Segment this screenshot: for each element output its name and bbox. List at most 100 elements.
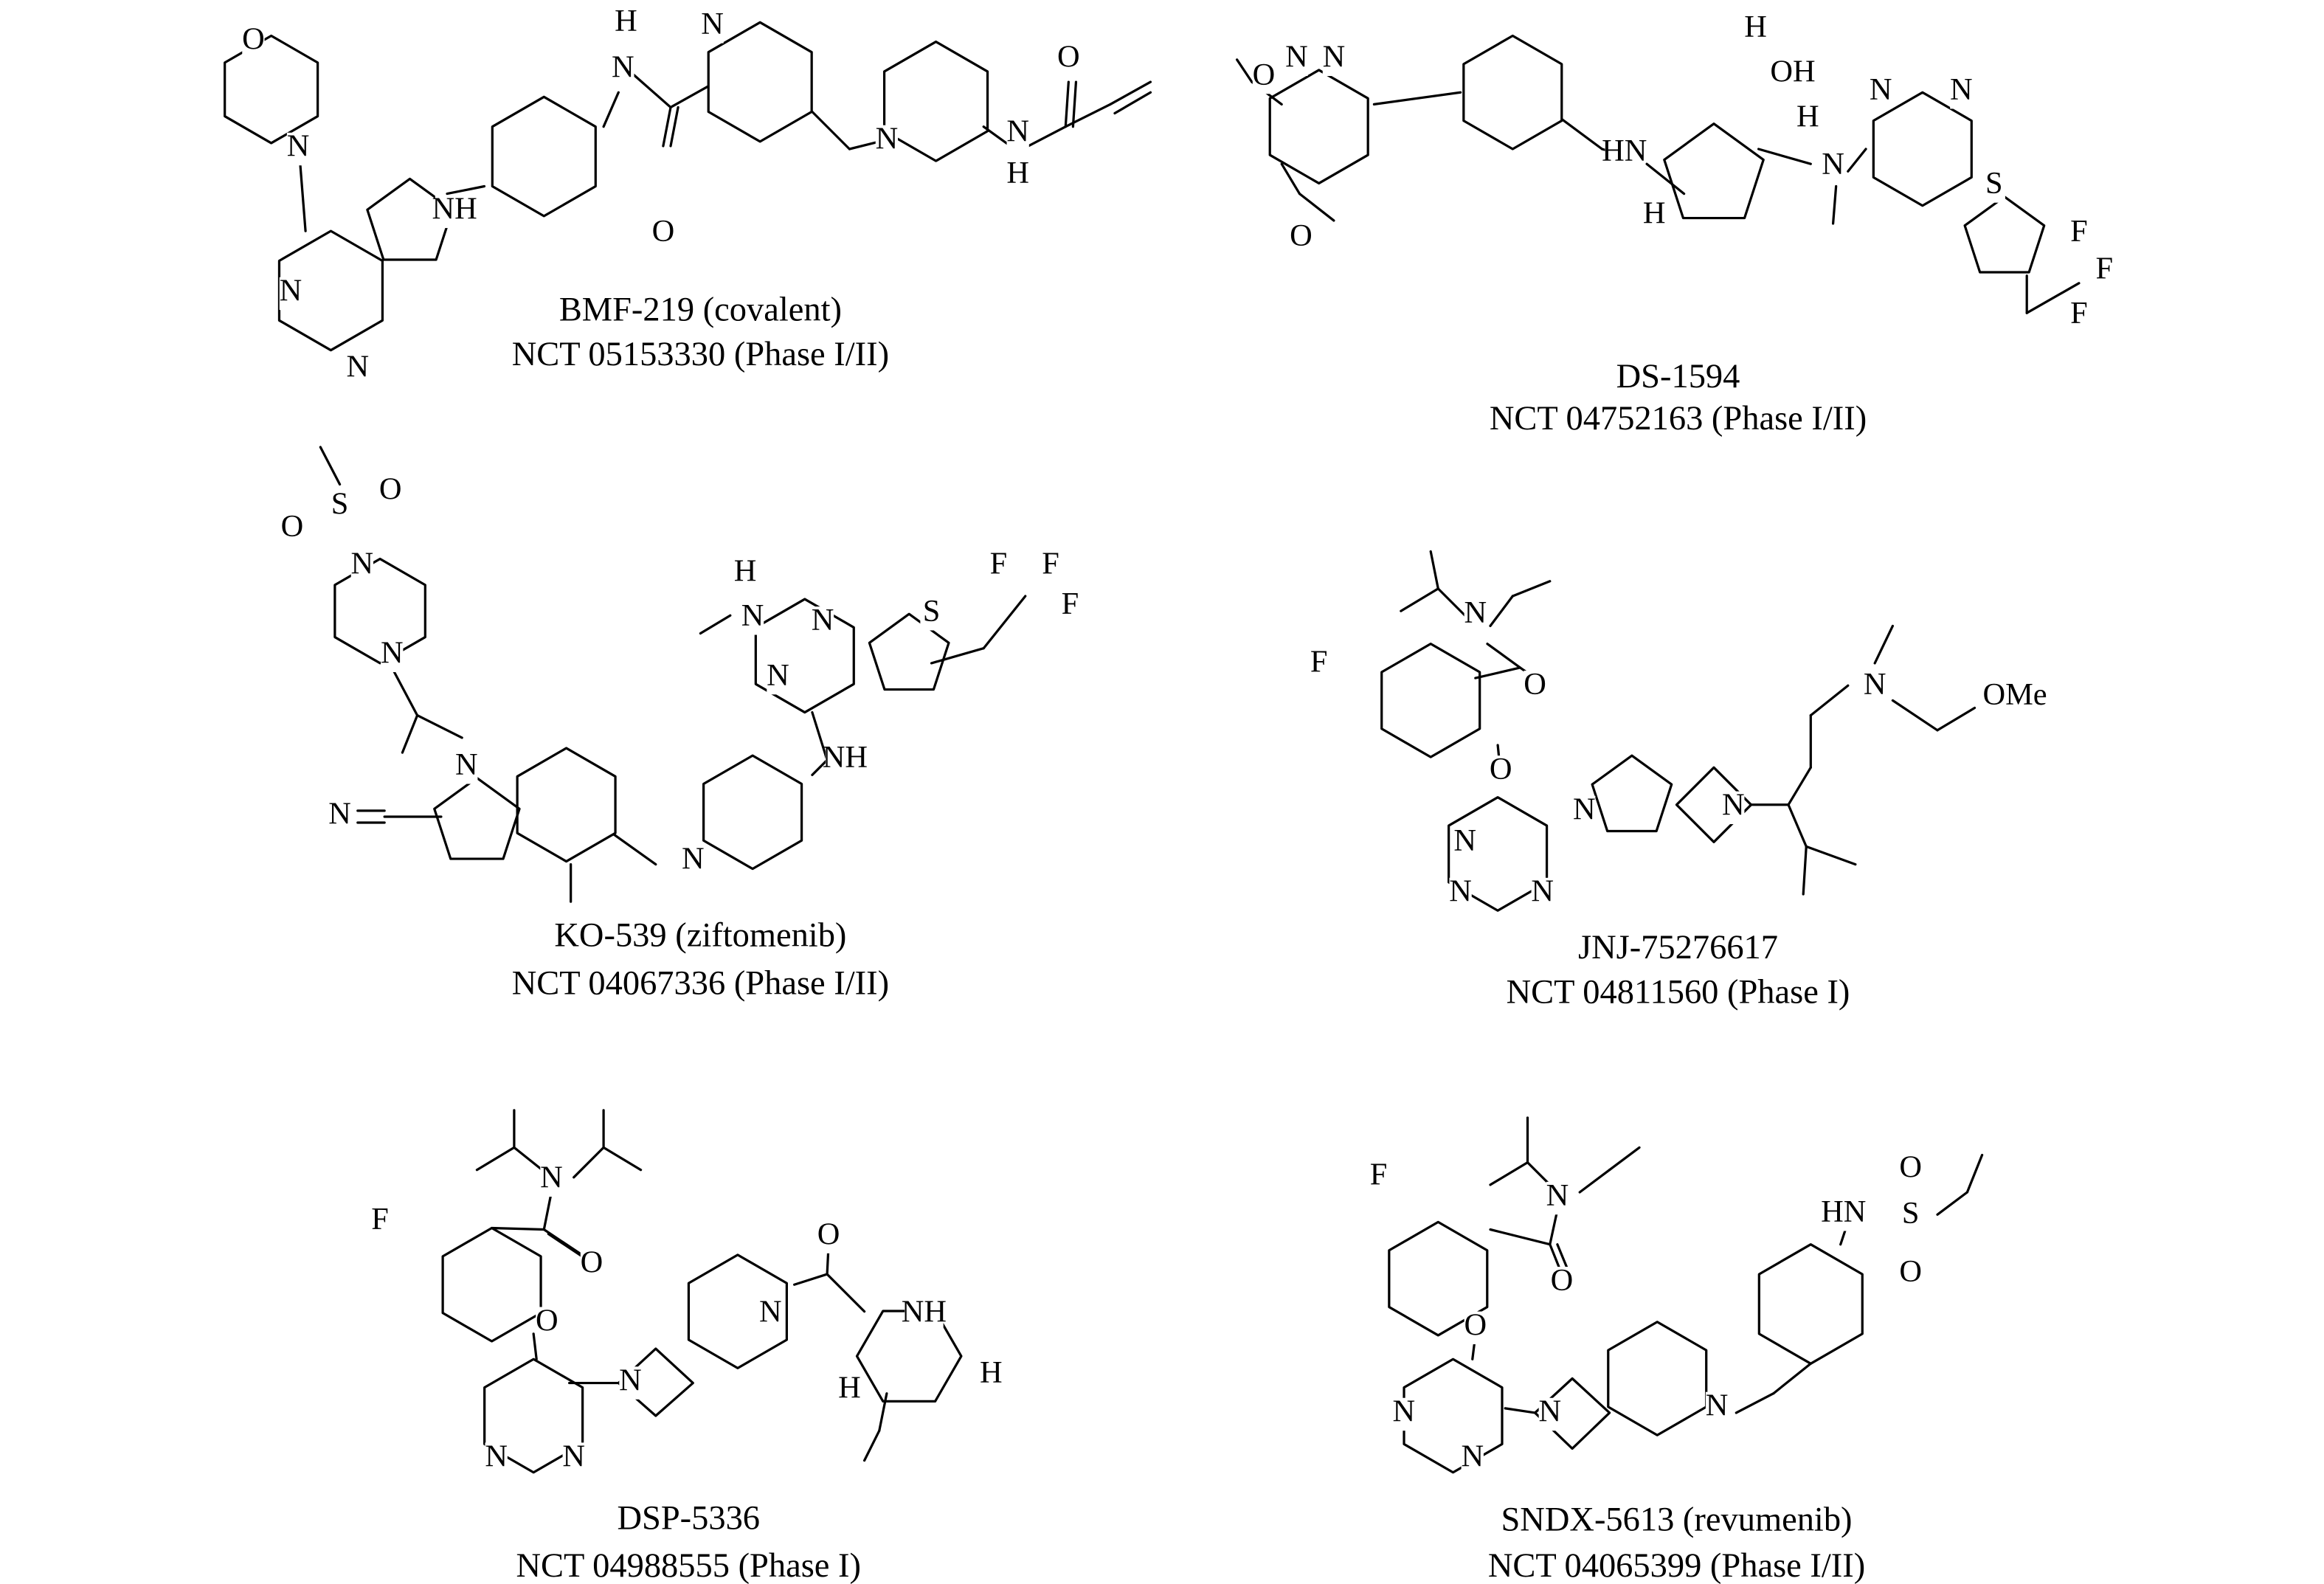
bond	[982, 595, 1027, 650]
atom-label-background	[905, 1298, 944, 1331]
atom-label-background	[562, 1442, 585, 1476]
atom-label-background	[328, 490, 351, 524]
atom-label: N	[280, 274, 302, 308]
atom-label-background	[1982, 170, 2005, 203]
bond	[878, 1392, 888, 1432]
atom-label: S	[1985, 166, 2003, 201]
atom-label-background	[1464, 599, 1487, 632]
atom-label-background	[980, 1359, 1003, 1392]
atom-label-background	[1870, 76, 1892, 109]
bond	[793, 1273, 829, 1286]
atom-label-background	[1392, 1397, 1415, 1431]
atom-label-background	[485, 1442, 508, 1476]
atom-label: O	[1899, 1254, 1922, 1289]
atom-label: O	[1524, 667, 1546, 702]
atom-label-background	[368, 1206, 392, 1239]
bond	[415, 713, 463, 739]
bond	[1489, 595, 1514, 628]
bond	[1757, 148, 1812, 165]
atom-label: N	[1464, 595, 1487, 630]
atom-label: NH	[432, 192, 477, 226]
bond	[1486, 643, 1522, 669]
atom-label: N	[1538, 1394, 1561, 1429]
atom-label: H	[1796, 99, 1819, 134]
atom-label: O	[652, 214, 675, 249]
atom-label: H	[615, 4, 637, 38]
atom-label-background	[1722, 791, 1745, 825]
atom-label-background	[435, 195, 474, 229]
bond	[1645, 162, 1686, 196]
atom-label: N	[485, 1439, 508, 1473]
atom-label-background	[1899, 1153, 1922, 1186]
atom-label-background	[987, 550, 1010, 583]
bond	[1891, 699, 1939, 732]
atom-label: O	[1551, 1263, 1574, 1298]
atom-label: N	[701, 7, 724, 41]
bond	[490, 1226, 545, 1231]
atom-label-background	[1705, 1391, 1729, 1425]
atom-label-background	[536, 1307, 558, 1340]
ring-bond	[1872, 91, 1973, 207]
atom-label: F	[990, 546, 1008, 581]
bond	[848, 140, 881, 151]
clinical-trial-label: NCT 04067336 (Phase I/II)	[512, 964, 889, 1002]
atom-label: HN	[1821, 1194, 1866, 1229]
atom-label: H	[734, 553, 757, 588]
atom-label: N	[1822, 147, 1844, 181]
atom-label: F	[1310, 645, 1328, 679]
bond	[1787, 766, 1812, 806]
atom-label: N	[1546, 1178, 1569, 1213]
atom-label: N	[741, 598, 764, 633]
atom-label-background	[1573, 795, 1596, 829]
atom-label: N	[562, 1439, 585, 1473]
atom-label: OMe	[1982, 677, 2047, 712]
bond	[1071, 80, 1078, 128]
ring-bond	[366, 177, 454, 261]
bond	[1965, 1153, 1984, 1194]
atom-label-background	[1538, 1397, 1561, 1431]
clinical-trial-label: NCT 05153330 (Phase I/II)	[512, 336, 889, 373]
atom-label-background	[379, 475, 402, 508]
bond	[1109, 80, 1152, 106]
atom-label: N	[767, 658, 789, 693]
atom-label: F	[2095, 251, 2113, 286]
atom-label-background	[619, 1366, 642, 1400]
bond	[319, 446, 342, 486]
atom-label-background	[279, 277, 302, 311]
bond	[1372, 91, 1462, 106]
atom-label: N	[287, 129, 310, 164]
atom-label: S	[331, 487, 349, 522]
atom-label: F	[2070, 296, 2088, 331]
ring-bond	[1963, 196, 2046, 274]
atom-label: N	[1393, 1394, 1416, 1429]
atom-label-background	[540, 1163, 563, 1197]
atom-label-background	[838, 1374, 861, 1407]
ring-bond	[754, 598, 855, 714]
bond	[602, 1146, 643, 1172]
atom-label-background	[1252, 60, 1276, 94]
atom-label-background	[1461, 1442, 1484, 1476]
bond	[1489, 1228, 1552, 1246]
atom-label-background	[1453, 827, 1476, 860]
atom-label-background	[1605, 136, 1645, 170]
atom-label-background	[1531, 877, 1554, 911]
atom-label-background	[1524, 671, 1546, 704]
atom-label: HN	[1602, 134, 1647, 168]
bond	[1474, 666, 1522, 679]
compound-name: JNJ-75276617	[1578, 929, 1778, 966]
atom-label: N	[1323, 40, 1346, 75]
atom-label: F	[1042, 546, 1059, 581]
atom-label: N	[1950, 72, 1973, 107]
bond	[1772, 1362, 1812, 1395]
atom-label-background	[1744, 13, 1767, 46]
atom-label-background	[1899, 1200, 1922, 1233]
bond	[542, 1191, 553, 1231]
atom-label: N	[351, 546, 374, 581]
atom-label: O	[1253, 58, 1276, 92]
atom-label: N	[1706, 1388, 1729, 1423]
atom-label: N	[1573, 792, 1596, 827]
atom-label-background	[741, 602, 764, 635]
bond	[1809, 684, 1850, 717]
